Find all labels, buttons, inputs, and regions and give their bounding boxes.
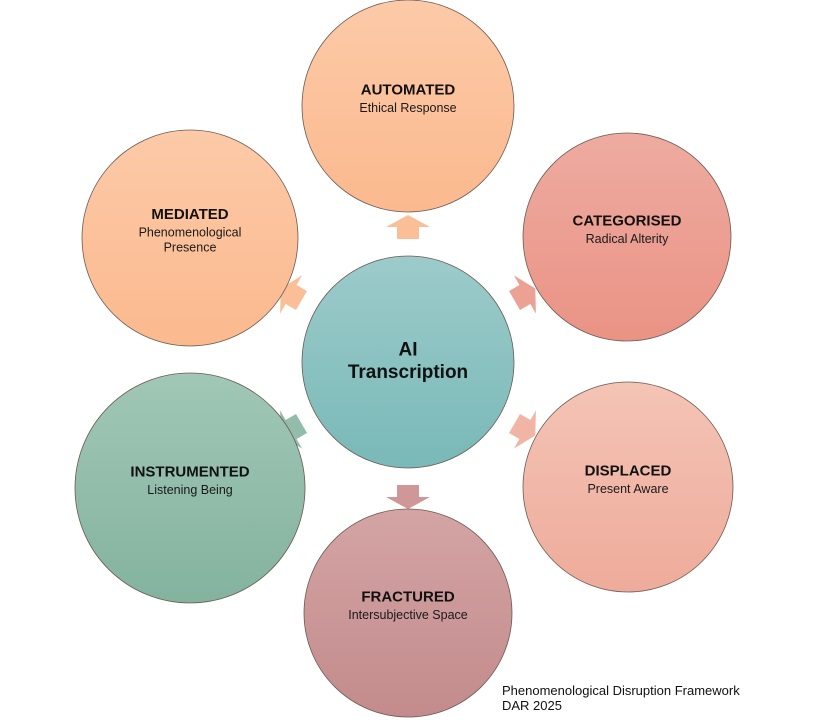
arrow-to-categorised-icon: [509, 275, 536, 314]
node-mediated-subtitle: Phenomenological: [139, 225, 242, 239]
arrow-to-automated-icon: [386, 215, 430, 239]
node-automated-circle: [301, 0, 515, 213]
node-mediated-circle: [81, 129, 299, 347]
node-instrumented-circle: [74, 372, 306, 604]
node-automated-title: AUTOMATED: [361, 81, 456, 98]
footer-framework-name: Phenomenological Disruption Framework: [502, 683, 740, 698]
node-automated-subtitle: Ethical Response: [359, 101, 456, 115]
node-mediated-title: MEDIATED: [151, 206, 228, 223]
node-displaced-title: DISPLACED: [585, 462, 672, 479]
node-displaced-circle: [522, 381, 734, 593]
node-displaced-subtitle: Present Aware: [587, 482, 668, 496]
node-categorised: CATEGORISED Radical Alterity: [522, 132, 732, 342]
node-instrumented-title: INSTRUMENTED: [130, 463, 249, 480]
node-automated: AUTOMATED Ethical Response: [301, 0, 515, 213]
node-fractured-title: FRACTURED: [361, 588, 454, 605]
node-mediated-subtitle: Presence: [164, 240, 217, 254]
footer-credit: DAR 2025: [502, 698, 562, 713]
arrow-to-fractured-icon: [386, 485, 430, 509]
node-instrumented: INSTRUMENTED Listening Being: [74, 372, 306, 604]
node-categorised-subtitle: Radical Alterity: [586, 232, 669, 246]
node-categorised-circle: [522, 132, 732, 342]
node-instrumented-subtitle: Listening Being: [147, 483, 233, 497]
node-categorised-title: CATEGORISED: [573, 212, 682, 229]
node-displaced: DISPLACED Present Aware: [522, 381, 734, 593]
footer-caption: Phenomenological Disruption Framework DA…: [502, 683, 740, 713]
center-node-ai-transcription-circle: [301, 255, 515, 469]
node-fractured-circle: [303, 508, 513, 718]
center-node-ai-transcription-title: Transcription: [348, 362, 468, 383]
center-node-ai-transcription-title: AI: [399, 340, 418, 361]
arrow-to-displaced-icon: [509, 410, 536, 449]
node-fractured: FRACTURED Intersubjective Space: [303, 508, 513, 718]
node-fractured-subtitle: Intersubjective Space: [348, 608, 468, 622]
